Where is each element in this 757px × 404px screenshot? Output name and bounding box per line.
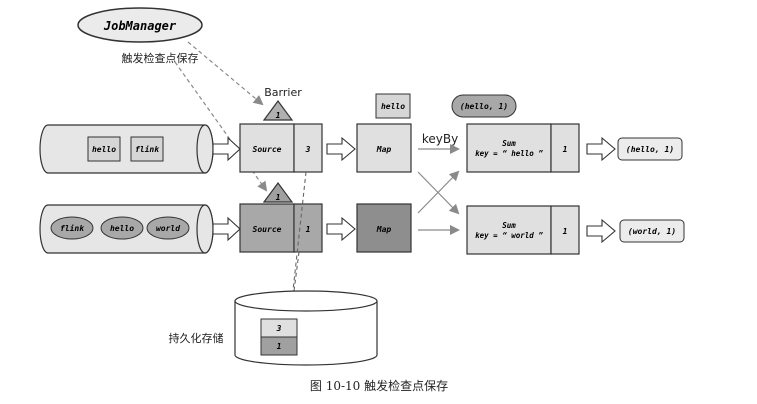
record-flink (130, 136, 164, 162)
job-manager-label: JobManager (103, 19, 177, 33)
flow-arrow-stream-bottom (212, 216, 241, 242)
barrier-bottom-id: 1 (276, 193, 281, 202)
stored-state-1-label: 1 (277, 342, 282, 351)
record-hello (87, 136, 121, 162)
sum-top-title: Sum (502, 139, 516, 148)
flow-arrow-sum-top (586, 136, 616, 162)
flow-arrow-sum-bottom (586, 218, 616, 244)
trigger-label: 触发检查点保存 (122, 51, 199, 65)
inflight-hello-tuple: (hello, 1) (451, 94, 517, 118)
map-top: Map (356, 123, 412, 173)
storage-label: 持久化存储 (169, 331, 224, 345)
trigger-arrow-top (187, 41, 264, 106)
record-hello-label: hello (92, 145, 116, 154)
output-top-label: (hello, 1) (626, 145, 674, 154)
keyby-label: keyBy (422, 132, 458, 146)
sum-bottom: Sum key = “ world ” 1 (466, 205, 580, 255)
record-hello-oval-label: hello (110, 224, 134, 233)
stream-top: hello flink (39, 124, 214, 174)
output-top: (hello, 1) (617, 137, 683, 161)
source-bottom-label: Source (253, 225, 282, 234)
sum-bottom-title: Sum (502, 221, 516, 230)
sum-bottom-key: key = “ world ” (475, 231, 543, 240)
persistent-storage: 3 1 (234, 290, 378, 366)
flow-arrow-source-top (326, 136, 356, 162)
stored-state-1 (260, 336, 298, 356)
source-top-label: Source (253, 145, 282, 154)
source-top-offset: 3 (305, 145, 311, 154)
output-bottom: (world, 1) (619, 219, 685, 243)
job-manager: JobManager (77, 7, 203, 43)
record-hello-oval (100, 216, 144, 240)
record-flink-oval-label: flink (60, 223, 85, 233)
barrier-top: 1 (262, 99, 294, 121)
record-flink-label: flink (135, 144, 160, 154)
barrier-label: Barrier (264, 86, 302, 99)
inflight-hello: hello (375, 93, 411, 119)
map-top-label: Map (376, 145, 392, 154)
barrier-bottom: 1 (262, 181, 294, 203)
flow-arrow-source-bottom (326, 216, 356, 242)
trigger-arrow-bottom (174, 61, 268, 192)
inflight-hello-label: hello (381, 102, 405, 111)
figure-caption: 图 10-10 触发检查点保存 (310, 378, 448, 393)
flow-arrow-stream-top (212, 136, 241, 162)
stream-bottom: flink hello world (39, 204, 214, 254)
sum-top-key: key = “ hello ” (475, 149, 543, 158)
route-top-bottom (417, 171, 460, 215)
barrier-top-id: 1 (276, 111, 281, 120)
output-bottom-label: (world, 1) (628, 227, 676, 236)
sum-top: Sum key = “ hello ” 1 (466, 123, 580, 173)
map-bottom-label: Map (376, 225, 392, 234)
inflight-hello-tuple-label: (hello, 1) (460, 102, 508, 111)
source-bottom: Source 1 (239, 203, 323, 253)
record-flink-oval (50, 216, 94, 240)
sum-top-state: 1 (563, 145, 568, 154)
sum-bottom-state: 1 (563, 227, 568, 236)
map-bottom: Map (356, 203, 412, 253)
stored-state-3-label: 3 (276, 324, 282, 333)
record-world-oval (146, 216, 190, 240)
source-bottom-offset: 1 (306, 225, 311, 234)
source-top: Source 3 (239, 123, 323, 173)
record-world-oval-label: world (156, 224, 180, 233)
